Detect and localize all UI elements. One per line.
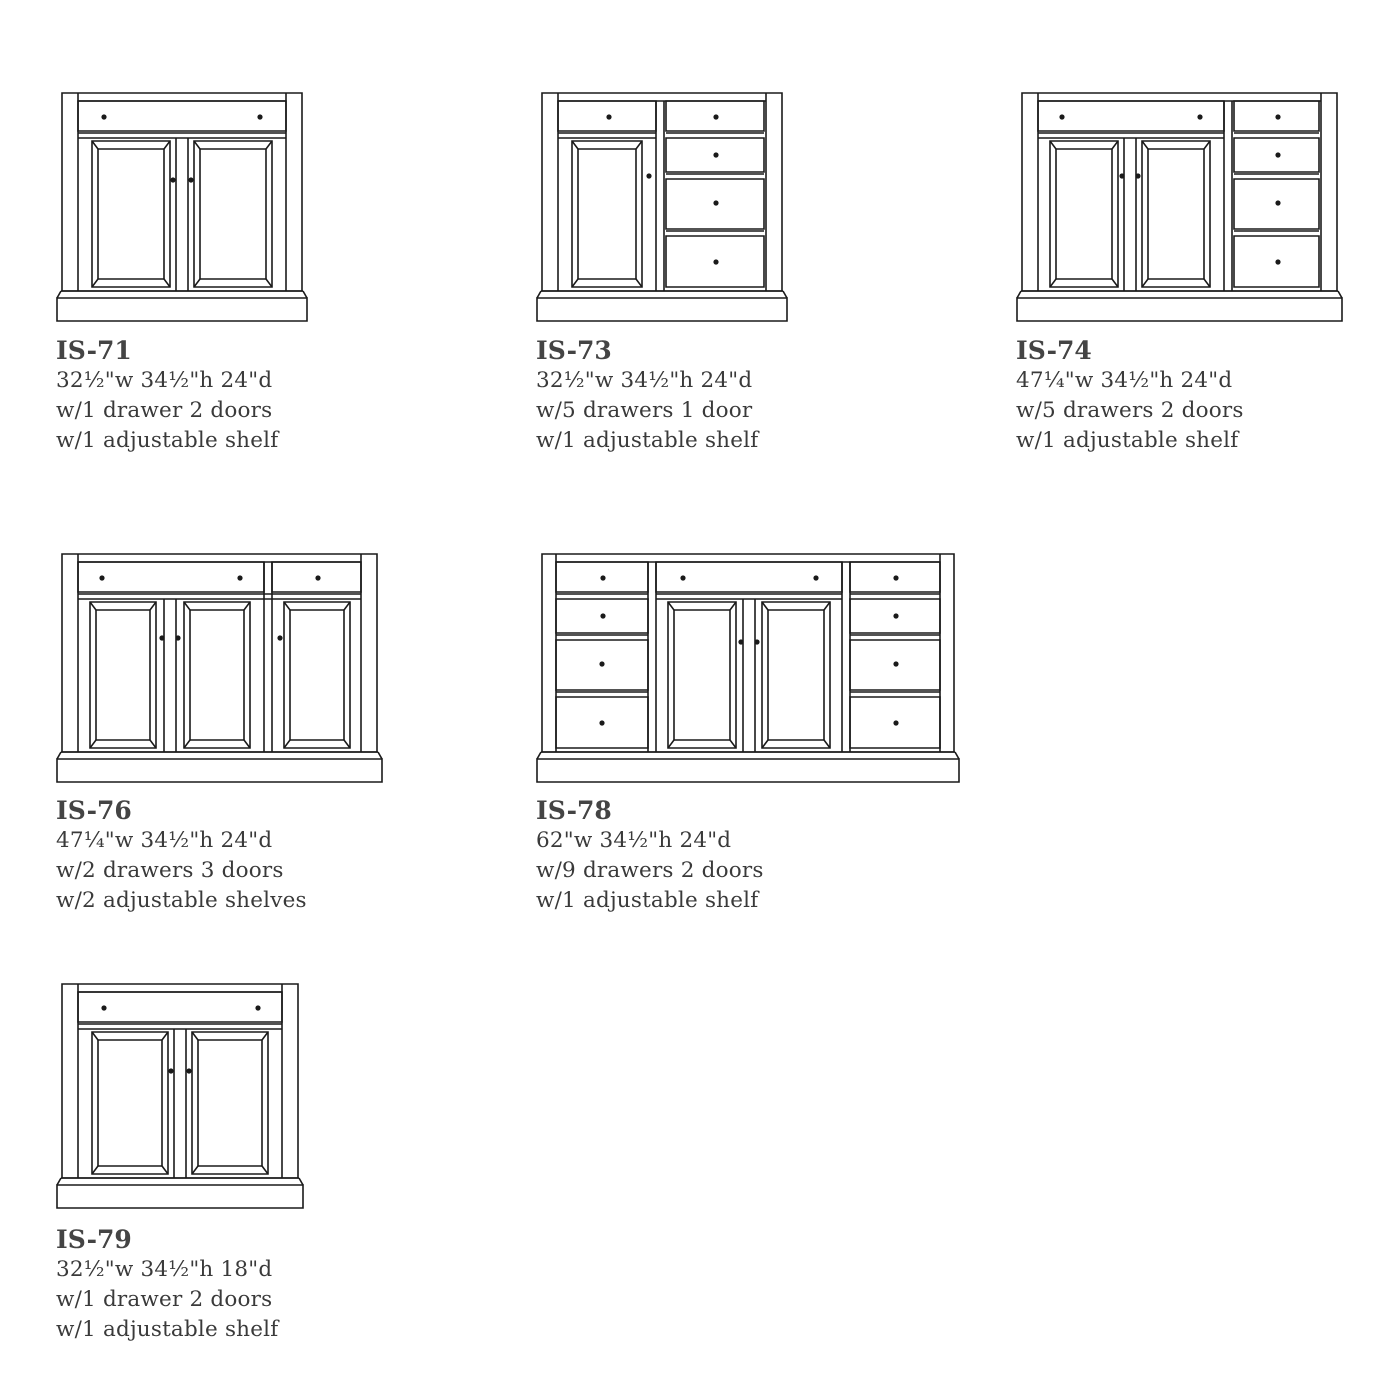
cabinet-drawing-is79 <box>56 983 304 1211</box>
dimensions-text: 62"w 34½"h 24"d <box>536 828 732 853</box>
dimensions-text: 32½"w 34½"h 24"d <box>536 368 753 393</box>
model-number: IS-71 <box>56 336 132 365</box>
cabinet-caption: IS-71 32½"w 34½"h 24"d w/1 drawer 2 door… <box>56 336 476 456</box>
drawers-doors-text: w/9 drawers 2 doors <box>536 858 764 883</box>
drawers-doors-text: w/1 drawer 2 doors <box>56 1287 273 1312</box>
cabinet-caption: IS-76 47¼"w 34½"h 24"d w/2 drawers 3 doo… <box>56 796 476 916</box>
shelves-text: w/1 adjustable shelf <box>536 888 759 913</box>
shelves-text: w/1 adjustable shelf <box>56 428 279 453</box>
drawers-doors-text: w/5 drawers 2 doors <box>1016 398 1244 423</box>
drawers-doors-text: w/2 drawers 3 doors <box>56 858 284 883</box>
dimensions-text: 47¼"w 34½"h 24"d <box>56 828 273 853</box>
model-number: IS-76 <box>56 796 132 825</box>
cabinet-drawing-is78 <box>536 553 960 785</box>
dimensions-text: 32½"w 34½"h 18"d <box>56 1257 273 1282</box>
cabinet-caption: IS-79 32½"w 34½"h 18"d w/1 drawer 2 door… <box>56 1225 476 1345</box>
model-number: IS-74 <box>1016 336 1092 365</box>
dimensions-text: 47¼"w 34½"h 24"d <box>1016 368 1233 393</box>
shelves-text: w/1 adjustable shelf <box>1016 428 1239 453</box>
cabinet-drawing-is76 <box>56 553 383 785</box>
drawers-doors-text: w/5 drawers 1 door <box>536 398 753 423</box>
drawers-doors-text: w/1 drawer 2 doors <box>56 398 273 423</box>
dimensions-text: 32½"w 34½"h 24"d <box>56 368 273 393</box>
cabinet-caption: IS-74 47¼"w 34½"h 24"d w/5 drawers 2 doo… <box>1016 336 1400 456</box>
cabinet-caption: IS-78 62"w 34½"h 24"d w/9 drawers 2 door… <box>536 796 956 916</box>
model-number: IS-79 <box>56 1225 132 1254</box>
cabinet-drawing-is73 <box>536 92 788 324</box>
model-number: IS-78 <box>536 796 612 825</box>
cabinet-drawing-is74 <box>1016 92 1343 324</box>
model-number: IS-73 <box>536 336 612 365</box>
cabinet-caption: IS-73 32½"w 34½"h 24"d w/5 drawers 1 doo… <box>536 336 956 456</box>
shelves-text: w/1 adjustable shelf <box>56 1317 279 1342</box>
shelves-text: w/1 adjustable shelf <box>536 428 759 453</box>
shelves-text: w/2 adjustable shelves <box>56 888 307 913</box>
cabinet-drawing-is71 <box>56 92 308 324</box>
